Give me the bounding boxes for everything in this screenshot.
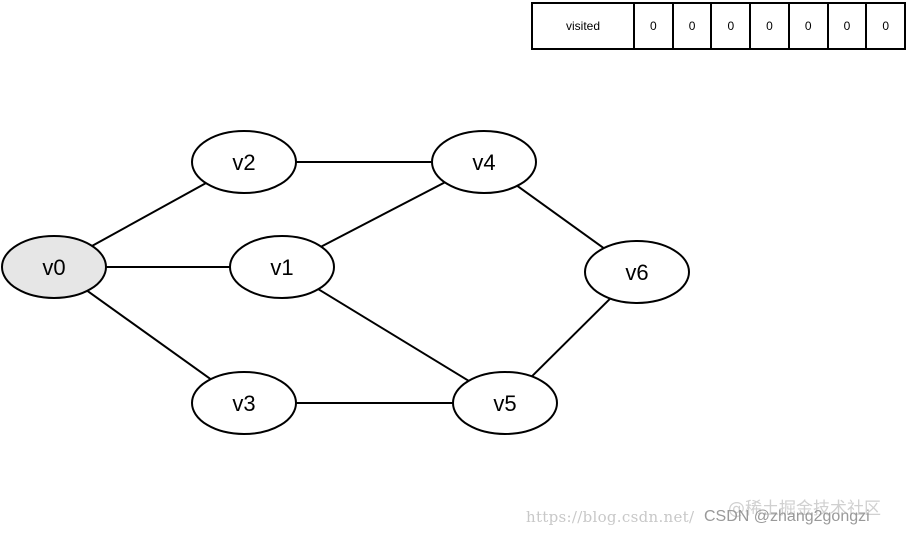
node-ellipse-v1	[229, 235, 335, 299]
node-ellipse-v0	[1, 235, 107, 299]
watermark-url: https://blog.csdn.net/	[526, 508, 695, 526]
edge-v0-v3	[86, 290, 212, 380]
visited-label-cell: visited	[533, 4, 635, 48]
edge-v5-v6	[531, 297, 611, 378]
visited-cell-5: 0	[829, 4, 868, 48]
visited-cell-0: 0	[635, 4, 674, 48]
edge-v0-v2	[91, 182, 207, 247]
watermark-author: CSDN @zhang2gongzi	[704, 508, 870, 525]
nodes-layer: v0 v1 v2 v3 v4 v5 v6	[1, 130, 690, 435]
node-label-v6: v6	[625, 260, 648, 285]
edge-v1-v4	[320, 181, 446, 248]
edge-v1-v5	[317, 288, 470, 382]
watermark-site: @稀土掘金技术社区	[728, 499, 881, 519]
visited-cell-6: 0	[882, 19, 890, 33]
node-ellipse-v6	[584, 240, 690, 304]
visited-cell-2: 0	[712, 4, 752, 48]
node-v4: v4	[431, 130, 537, 194]
visited-cell-4: 0	[790, 4, 829, 48]
node-label-v5: v5	[493, 391, 516, 416]
node-label-v3: v3	[232, 391, 255, 416]
node-ellipse-v5	[452, 371, 558, 435]
edges-layer	[86, 161, 611, 404]
node-label-v1: v1	[270, 255, 293, 280]
node-ellipse-v2	[191, 130, 297, 194]
node-v5: v5	[452, 371, 558, 435]
node-ellipse-v4	[431, 130, 537, 194]
node-label-v0: v0	[42, 255, 65, 280]
node-v2: v2	[191, 130, 297, 194]
visited-array-table: visited 0 0 0 0 0 0 0	[531, 2, 906, 50]
node-ellipse-v3	[191, 371, 297, 435]
visited-cell-1: 0	[674, 4, 713, 48]
watermark: https://blog.csdn.net/ @稀土掘金技术社区 CSDN @z…	[524, 499, 904, 532]
node-v1: v1	[229, 235, 335, 299]
node-v0: v0	[1, 235, 107, 299]
node-v6: v6	[584, 240, 690, 304]
visited-cell-3: 0	[751, 4, 790, 48]
node-label-v4: v4	[472, 150, 495, 175]
node-label-v2: v2	[232, 150, 255, 175]
edge-v4-v6	[516, 185, 605, 249]
node-v3: v3	[191, 371, 297, 435]
